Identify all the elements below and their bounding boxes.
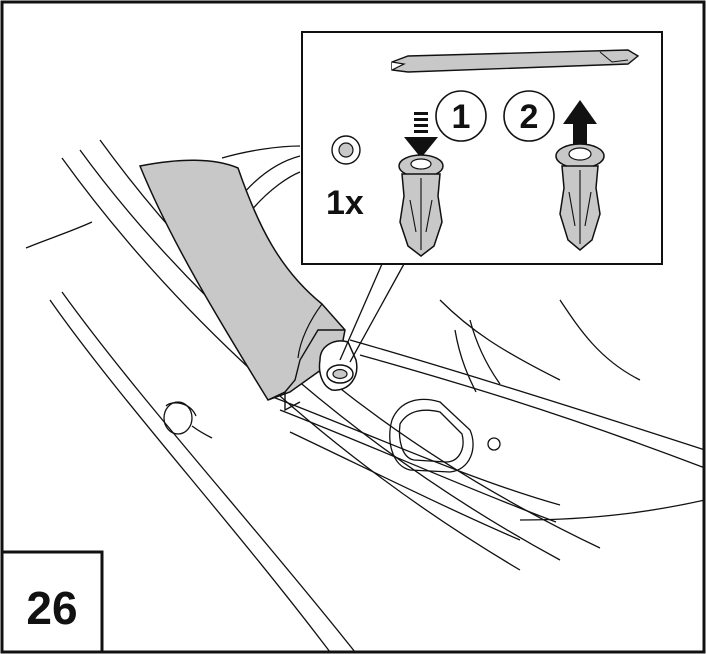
step-2-clip [555, 100, 605, 251]
car-body-outline [25, 139, 706, 653]
step-number-1: 1 [435, 90, 487, 142]
trim-panel-body [138, 159, 346, 401]
step-number-label: 26 [26, 582, 77, 634]
clip-hole-icon [331, 135, 361, 165]
trim-panel [138, 159, 346, 412]
callout-leader [339, 263, 405, 363]
quantity-label: 1x [326, 184, 364, 222]
step-1-clip [398, 112, 444, 257]
step-number-box [0, 550, 104, 654]
step-number-2-label: 2 [520, 98, 539, 136]
step-number-2: 2 [503, 90, 555, 142]
step-number-1-label: 1 [452, 98, 471, 136]
trim-tool-icon [391, 49, 640, 73]
arrow-down-icon [404, 112, 438, 158]
arrow-up-icon [563, 100, 597, 145]
installed-clip [318, 340, 358, 391]
detail-inset-box [301, 31, 663, 265]
